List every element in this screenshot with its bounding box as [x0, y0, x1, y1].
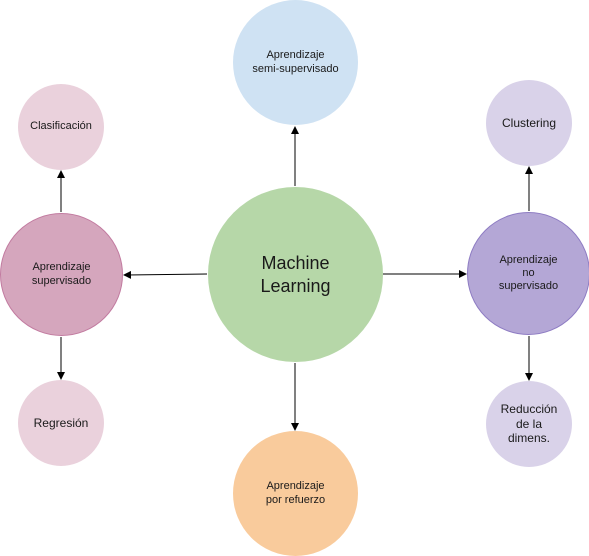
node-regresion: Regresión — [18, 380, 104, 466]
node-aprendizaje-supervisado: Aprendizaje supervisado — [0, 213, 123, 336]
node-label-supervisado: Aprendizaje supervisado — [31, 261, 92, 287]
node-reduccion-dimensionalidad: Reducción de la dimens. — [486, 381, 572, 467]
node-label-no-supervisado: Aprendizaje no supervisado — [498, 253, 559, 293]
node-aprendizaje-no-supervisado: Aprendizaje no supervisado — [467, 212, 589, 335]
node-label-clasificacion: Clasificación — [30, 120, 92, 133]
node-aprendizaje-por-refuerzo: Aprendizaje por refuerzo — [233, 431, 358, 556]
node-aprendizaje-semi-supervisado: Aprendizaje semi-supervisado — [233, 0, 358, 125]
node-label-refuerzo: Aprendizaje por refuerzo — [265, 480, 326, 506]
node-label-machine-learning: Machine Learning — [260, 253, 331, 296]
node-label-reduccion: Reducción de la dimens. — [500, 402, 558, 446]
node-label-regresion: Regresión — [33, 415, 89, 430]
node-label-clustering: Clustering — [501, 115, 557, 130]
edge-center-to-supervisado — [123, 270, 208, 279]
node-machine-learning: Machine Learning — [208, 187, 383, 362]
node-clustering: Clustering — [486, 80, 572, 166]
node-clasificacion: Clasificación — [18, 84, 104, 170]
node-label-semi-supervisado: Aprendizaje semi-supervisado — [252, 49, 339, 75]
